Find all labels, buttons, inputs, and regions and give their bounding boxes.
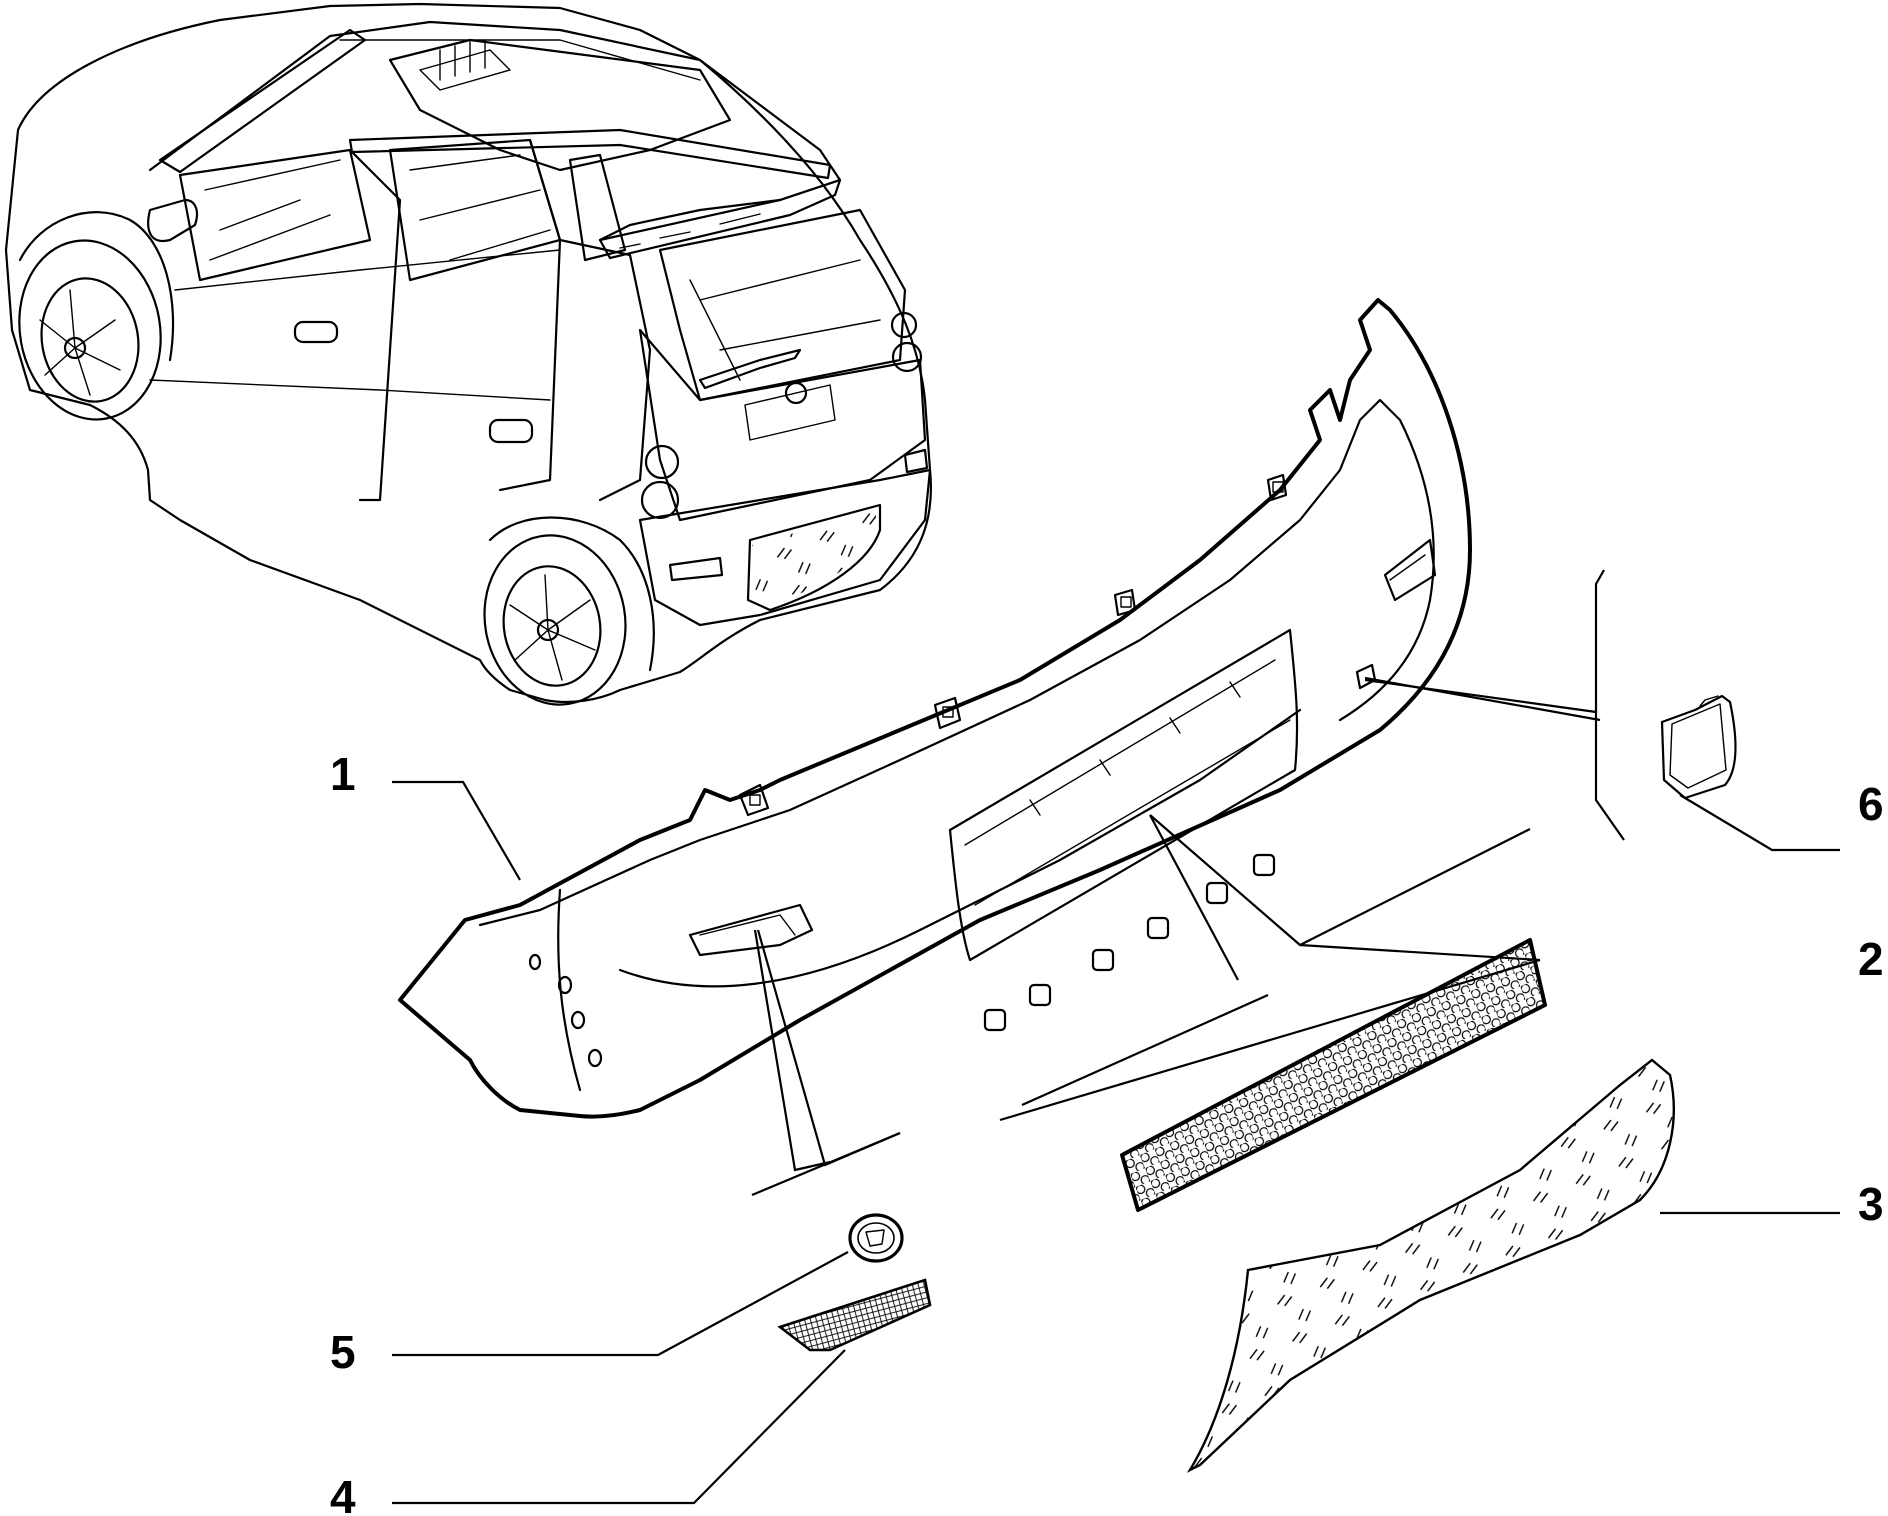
honeycomb-grille-part-2 xyxy=(1120,937,1547,1213)
callout-labels: 1 2 3 4 5 6 xyxy=(330,748,1884,1516)
callout-2: 2 xyxy=(1858,933,1884,985)
callout-3: 3 xyxy=(1858,1178,1884,1230)
reflector-part-4 xyxy=(777,1278,932,1352)
callout-6: 6 xyxy=(1858,778,1884,830)
tread-plate-part-3 xyxy=(1186,1058,1675,1473)
vehicle-view xyxy=(4,2,932,706)
emblem-part-5 xyxy=(848,1213,904,1263)
leader-lines xyxy=(392,569,1840,1505)
callout-1: 1 xyxy=(330,748,356,800)
rear-bumper-part-1 xyxy=(398,298,1472,1119)
callout-4: 4 xyxy=(330,1471,356,1516)
callout-5: 5 xyxy=(330,1326,356,1378)
tow-hook-cover-part-6 xyxy=(1660,694,1737,800)
